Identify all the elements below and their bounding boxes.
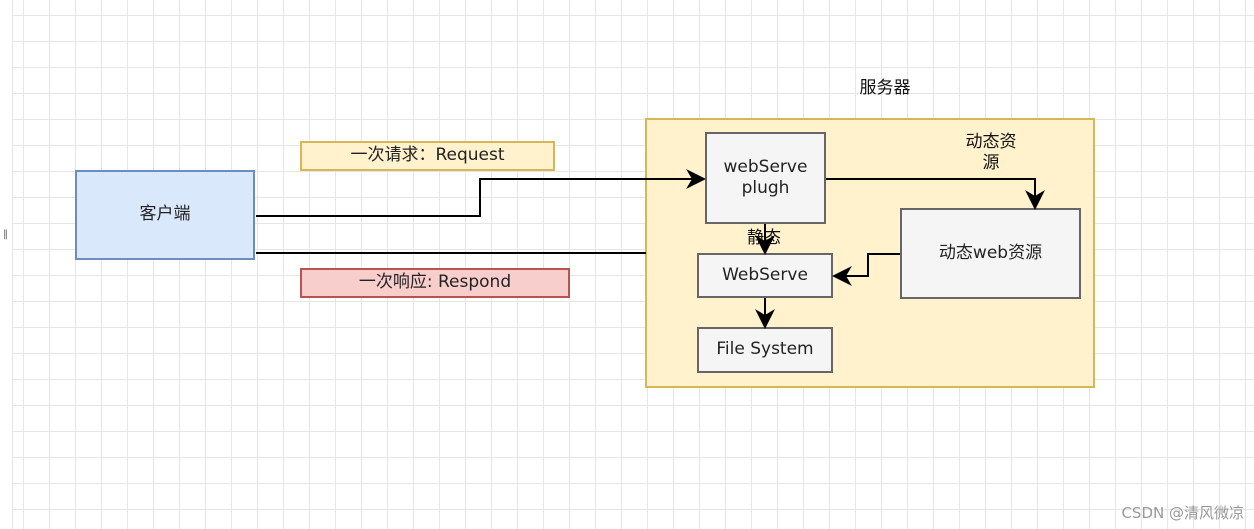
- request-label-box[interactable]: 一次请求：Request: [300, 141, 555, 171]
- webserve-plugin-box[interactable]: webServe plugh: [705, 132, 826, 224]
- webserve-plugin-label: webServe plugh: [723, 156, 808, 198]
- file-system-box[interactable]: File System: [697, 327, 833, 373]
- request-arrow: [256, 169, 706, 217]
- static-caption: 静态: [739, 228, 789, 250]
- watermark: CSDN @清风微凉: [1121, 504, 1244, 522]
- server-title: 服务器: [859, 78, 911, 98]
- resize-grip-icon[interactable]: ‖: [3, 229, 8, 240]
- dynamic-web-resource-label: 动态web资源: [938, 242, 1043, 263]
- dynamic-resource-caption: 动态资 源: [965, 132, 1017, 174]
- client-label: 客户端: [139, 204, 191, 225]
- respond-label-box[interactable]: 一次响应: Respond: [300, 268, 570, 298]
- respond-label: 一次响应: Respond: [358, 272, 512, 293]
- webserve-box[interactable]: WebServe: [697, 253, 833, 298]
- left-rail: ‖: [0, 0, 13, 529]
- request-label: 一次请求：Request: [350, 145, 505, 166]
- client-box[interactable]: 客户端: [75, 170, 255, 260]
- file-system-label: File System: [716, 339, 814, 360]
- dynamic-web-resource-box[interactable]: 动态web资源: [900, 208, 1081, 299]
- webserve-label: WebServe: [722, 264, 808, 285]
